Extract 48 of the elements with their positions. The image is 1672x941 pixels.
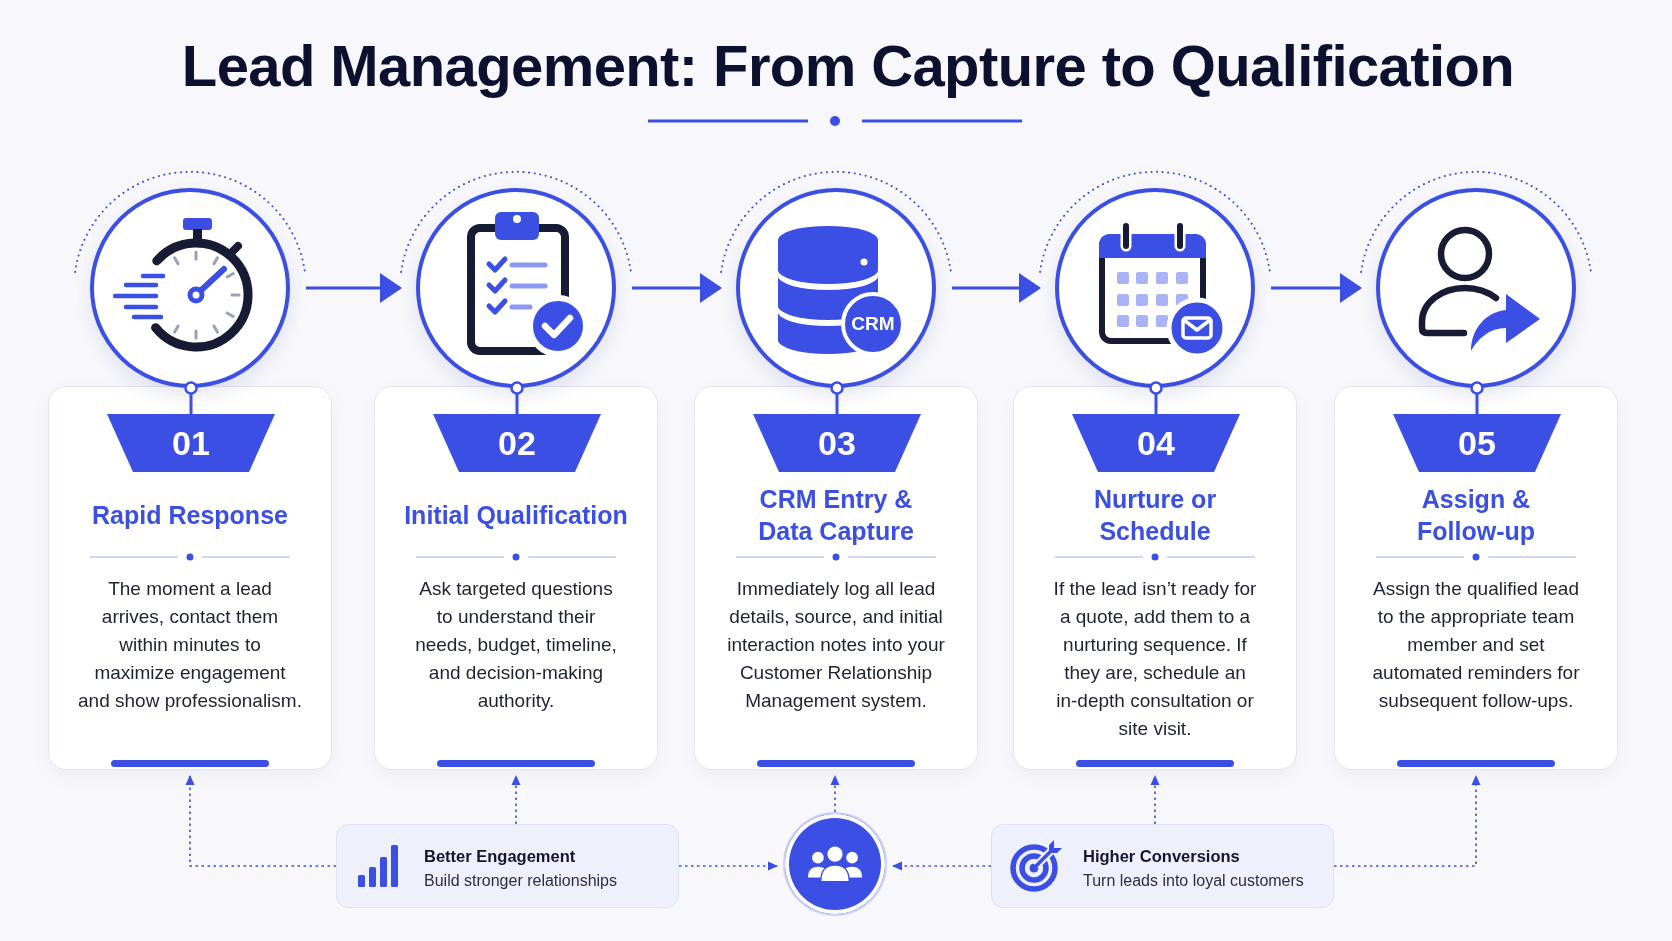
step-description: Ask targeted questions to understand their needs, budget, timeline, and decision-making authority. — [414, 577, 618, 713]
arrow — [1271, 273, 1362, 303]
connector-line — [1470, 381, 1484, 414]
step-title: CRM Entry & Data Capture — [757, 484, 915, 547]
connector-line — [184, 381, 198, 414]
info-text: Build stronger relationships — [424, 871, 617, 891]
arrow — [306, 273, 402, 303]
dashed-arrow — [892, 861, 992, 871]
dashed-arrow — [678, 861, 778, 871]
step-number: 03 — [818, 426, 856, 460]
step-title: Rapid Response — [92, 500, 288, 531]
info-card — [991, 824, 1334, 908]
step-card — [1013, 386, 1297, 770]
step-card — [694, 386, 978, 770]
step-card — [48, 386, 332, 770]
connector-line — [510, 381, 524, 414]
step-description: Assign the qualified lead to the appropriate team member and set automated reminders for subsequent follow-ups. — [1371, 577, 1581, 713]
title: Lead Management: From Capture to Qualification — [181, 32, 1515, 100]
step-card — [1334, 386, 1618, 770]
dashed-arrow — [185, 775, 337, 867]
connector-line — [830, 381, 844, 414]
dashed-arrow — [511, 775, 521, 825]
step-title: Nurture or Schedule — [1092, 484, 1218, 547]
step-number: 04 — [1137, 426, 1175, 460]
number-tab — [753, 414, 921, 472]
number-tab — [107, 414, 275, 472]
step-title: Assign & Follow-up — [1416, 484, 1536, 547]
step-description: Immediately log all lead details, source, and initial interaction notes into your Customer Relationship Management system. — [726, 577, 946, 713]
dashed-arrow — [830, 775, 840, 813]
connector-line — [1149, 381, 1163, 414]
info-title: Better Engagement — [424, 846, 576, 867]
info-title: Higher Conversions — [1083, 846, 1240, 867]
number-tab — [1393, 414, 1561, 472]
dashed-arrow — [1333, 775, 1481, 867]
arrow — [632, 273, 722, 303]
number-tab — [1072, 414, 1240, 472]
step-number: 01 — [172, 426, 210, 460]
info-card — [336, 824, 679, 908]
step-title: Initial Qualification — [404, 500, 628, 531]
step-card — [374, 386, 658, 770]
arrow — [952, 273, 1041, 303]
step-description: The moment a lead arrives, contact them within minutes to maximize engagement and show professionalism. — [77, 577, 303, 713]
number-tab — [433, 414, 601, 472]
dashed-arrow — [1150, 775, 1160, 825]
step-number: 02 — [498, 426, 536, 460]
step-number: 05 — [1458, 426, 1496, 460]
step-description: If the lead isn’t ready for a quote, add them to a nurturing sequence. If they are, schedule an in-depth consultation or site visit. — [1052, 577, 1258, 741]
info-text: Turn leads into loyal customers — [1083, 871, 1304, 891]
